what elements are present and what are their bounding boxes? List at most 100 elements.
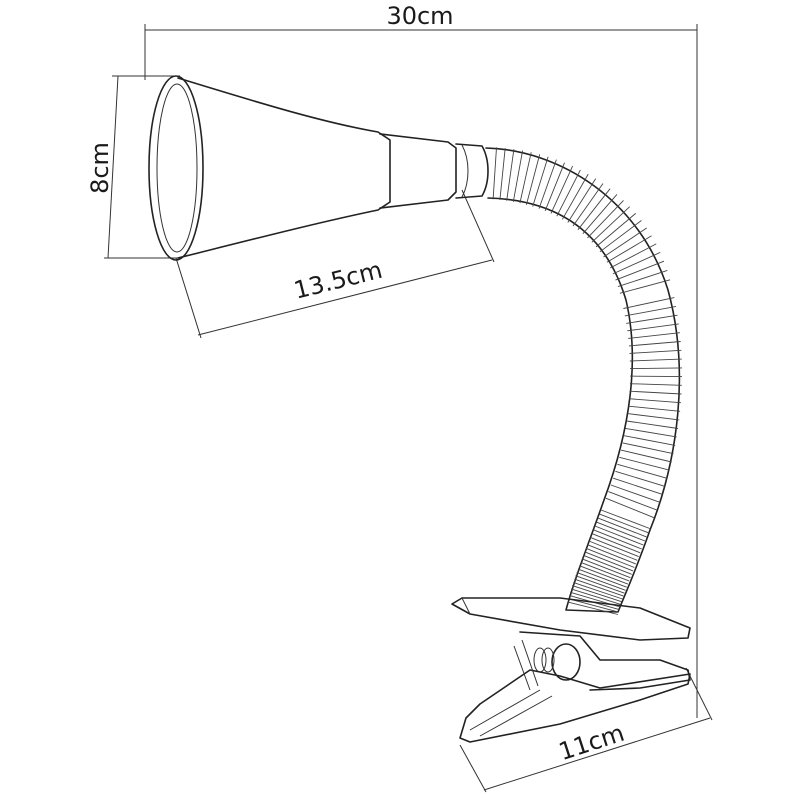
gooseneck-rib (619, 279, 671, 294)
gooseneck-rib (626, 314, 678, 324)
gooseneck-ribs (492, 147, 683, 615)
gooseneck-rib (579, 565, 629, 585)
gooseneck-rib (575, 575, 625, 594)
gooseneck-rib (629, 367, 683, 370)
gooseneck-outline (485, 147, 681, 613)
gooseneck-rib (628, 332, 680, 339)
gooseneck-rib (591, 533, 641, 554)
length-dimension-line (197, 259, 493, 336)
gooseneck-rib (600, 509, 650, 529)
gooseneck-rib (617, 463, 668, 479)
width-label: 30cm (386, 2, 453, 30)
gooseneck-rib (574, 578, 624, 597)
clip-arm-lines (513, 639, 539, 691)
gooseneck-rib (525, 154, 541, 205)
hinge-spring-1 (541, 647, 555, 673)
gooseneck-rib (576, 571, 626, 591)
clip-extension-right (685, 667, 713, 721)
gooseneck-rib (629, 383, 682, 386)
gooseneck-rib (629, 358, 682, 362)
shade-body (177, 77, 391, 259)
clip-label: 11cm (555, 719, 627, 766)
gooseneck-rib (612, 251, 661, 275)
gooseneck-rib (603, 227, 647, 258)
length-extension-right (461, 189, 495, 263)
gooseneck-rib (538, 159, 557, 209)
clip-lower-jaw (459, 669, 691, 743)
gooseneck-rib (593, 529, 642, 550)
gooseneck-rib (544, 162, 565, 212)
gooseneck-rib (562, 173, 589, 220)
gooseneck-rib (619, 456, 670, 471)
shade-diameter-dimension: 8cm (86, 75, 180, 259)
length-label: 13.5cm (291, 256, 385, 305)
gooseneck-rib (550, 165, 574, 214)
gooseneck-rib (615, 260, 665, 281)
gooseneck-rib (594, 525, 644, 546)
shade-length-dimension: 13.5cm (175, 189, 495, 339)
clip-dimension-line (483, 717, 711, 791)
gooseneck-arm (485, 147, 683, 615)
gooseneck-rib (599, 513, 649, 534)
shade-connector (455, 143, 489, 199)
gooseneck-rib (582, 194, 618, 234)
gooseneck-rib (512, 150, 524, 202)
gooseneck-rib (556, 169, 581, 217)
gooseneck-rib (622, 442, 674, 455)
length-extension-left (175, 257, 202, 339)
gooseneck-rib (567, 601, 619, 615)
connector-seam (461, 144, 469, 198)
gooseneck-rib (568, 598, 619, 613)
gooseneck-rib (609, 243, 657, 269)
gooseneck-rib (597, 517, 647, 538)
gooseneck-rib (519, 152, 532, 204)
gooseneck-rib (585, 547, 635, 568)
diameter-dimension-line (107, 75, 119, 259)
gooseneck-rib (581, 558, 631, 579)
lower-jaw-groove-2 (479, 695, 553, 737)
gooseneck-rib (627, 323, 679, 332)
gooseneck-rib (492, 147, 497, 200)
gooseneck-rib (628, 398, 681, 404)
clip-hinge-knob (551, 643, 581, 681)
gooseneck-rib (577, 188, 611, 230)
gooseneck-rib (610, 484, 661, 503)
gooseneck-rib (584, 551, 634, 572)
shade-neck (379, 133, 457, 209)
gooseneck-rib (605, 497, 655, 519)
gooseneck-rib (587, 544, 636, 565)
gooseneck-rib (588, 540, 638, 561)
gooseneck-rib (606, 235, 652, 263)
lamp-shade (148, 75, 489, 261)
clip-length-dimension: 11cm (459, 667, 713, 793)
gooseneck-rib (613, 477, 663, 495)
gooseneck-rib (596, 521, 646, 542)
shade-rim-inner (156, 83, 198, 253)
gooseneck-rib (506, 149, 515, 201)
gooseneck-rib (567, 178, 597, 223)
clip-hinge-body (519, 631, 691, 691)
upper-jaw-edge (461, 597, 471, 615)
gooseneck-rib (587, 200, 624, 239)
gooseneck-rib (617, 269, 668, 288)
gooseneck-rib (532, 156, 549, 207)
gooseneck-rib (627, 413, 680, 421)
gooseneck-rib (590, 536, 639, 558)
gooseneck-rib (608, 491, 658, 511)
gooseneck-rib (626, 420, 679, 429)
gooseneck-rib (623, 297, 675, 309)
gooseneck-rib (595, 213, 636, 248)
gooseneck-rib (624, 305, 677, 317)
lower-jaw-groove-1 (469, 689, 541, 731)
gooseneck-rib (599, 220, 642, 253)
clip-base (451, 597, 691, 743)
gooseneck-rib (577, 568, 627, 588)
gooseneck-rib (572, 183, 604, 227)
gooseneck-rib (591, 206, 631, 243)
gooseneck-rib (583, 554, 632, 575)
gooseneck-rib (580, 561, 630, 582)
gooseneck-rib (629, 390, 682, 395)
clip-extension-left (459, 744, 487, 793)
shade-rim-outer (148, 75, 204, 261)
